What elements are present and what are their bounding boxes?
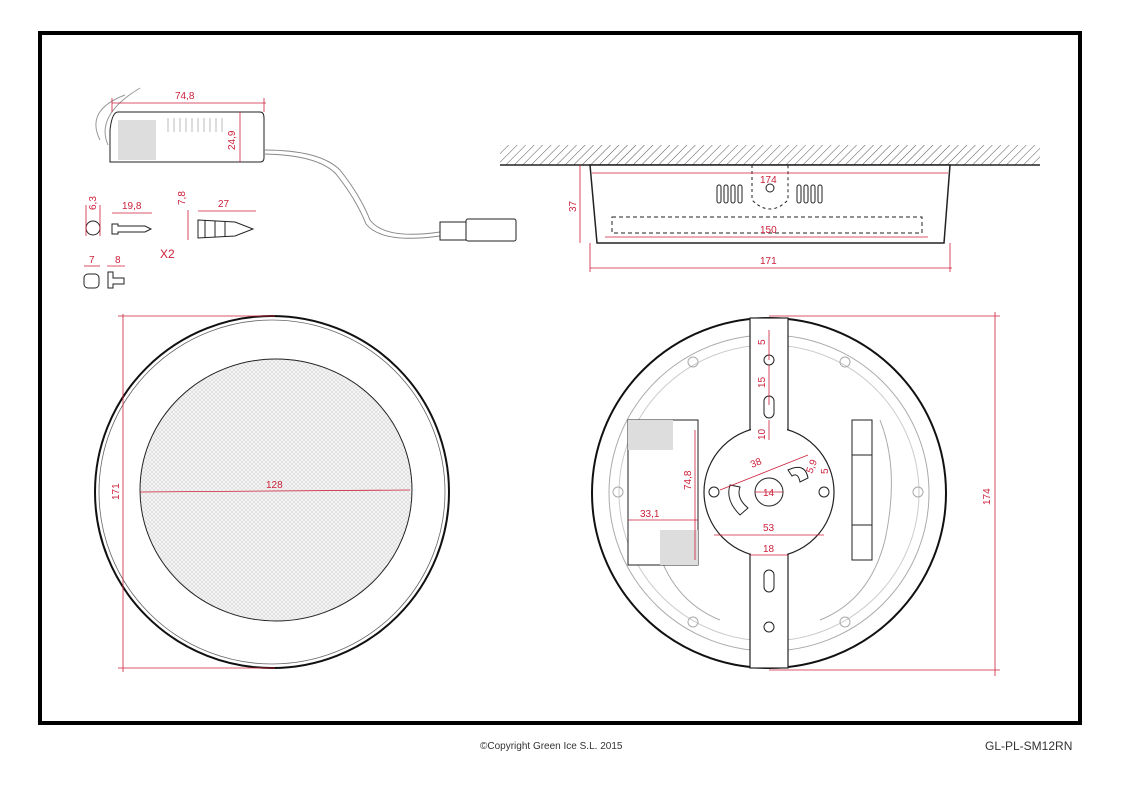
bracket-c-dim: 10 bbox=[757, 428, 768, 440]
side-bottom-width-dim: 171 bbox=[760, 256, 777, 267]
driver-dimension-lines bbox=[111, 98, 266, 162]
led-driver-view bbox=[95, 87, 517, 242]
back-outer-dim: 174 bbox=[982, 488, 993, 505]
washer-dia-dim: 7 bbox=[89, 255, 95, 266]
side-dimension-lines bbox=[579, 165, 952, 272]
screw-length-dim: 19,8 bbox=[122, 201, 142, 212]
side-inner-width-dim: 150 bbox=[760, 225, 777, 236]
driver-back-length-dim: 74,8 bbox=[683, 470, 694, 490]
fixing-dimension-lines bbox=[84, 205, 256, 267]
back-dimension-lines bbox=[628, 312, 1000, 676]
center-hole-dim: 14 bbox=[763, 488, 775, 499]
front-inner-dim: 128 bbox=[266, 480, 283, 491]
driver-back-width-dim: 33,1 bbox=[640, 509, 660, 520]
front-outer-dim: 171 bbox=[111, 483, 122, 500]
side-height-dim: 37 bbox=[568, 200, 579, 212]
washer-len-dim: 8 bbox=[115, 255, 121, 266]
driver-height-dim: 24,9 bbox=[227, 130, 238, 150]
bracket-a-dim: 5 bbox=[757, 339, 768, 345]
plate-hole-edge-dim: 5 bbox=[820, 468, 831, 474]
copyright-text: ©Copyright Green Ice S.L. 2015 bbox=[480, 741, 623, 752]
plug-dia-dim: 7,8 bbox=[177, 191, 188, 205]
quantity-label: X2 bbox=[160, 247, 175, 261]
front-view bbox=[94, 315, 450, 669]
model-code: GL-PL-SM12RN bbox=[985, 739, 1073, 753]
screw-head-dim: 6,3 bbox=[88, 196, 99, 210]
bracket-width-dim: 18 bbox=[763, 544, 775, 555]
plate-slot-span-dim: 38 bbox=[749, 456, 764, 471]
front-dimension-lines bbox=[118, 314, 411, 672]
plug-length-dim: 27 bbox=[218, 199, 230, 210]
driver-length-dim: 74,8 bbox=[175, 91, 195, 102]
plate-slot-w-dim: 5,9 bbox=[805, 458, 821, 475]
drawing-frame bbox=[38, 31, 1082, 725]
side-section-view bbox=[500, 145, 1040, 244]
bracket-b-dim: 15 bbox=[757, 376, 768, 388]
plate-width-dim: 53 bbox=[763, 523, 775, 534]
side-top-width-dim: 174 bbox=[760, 175, 777, 186]
